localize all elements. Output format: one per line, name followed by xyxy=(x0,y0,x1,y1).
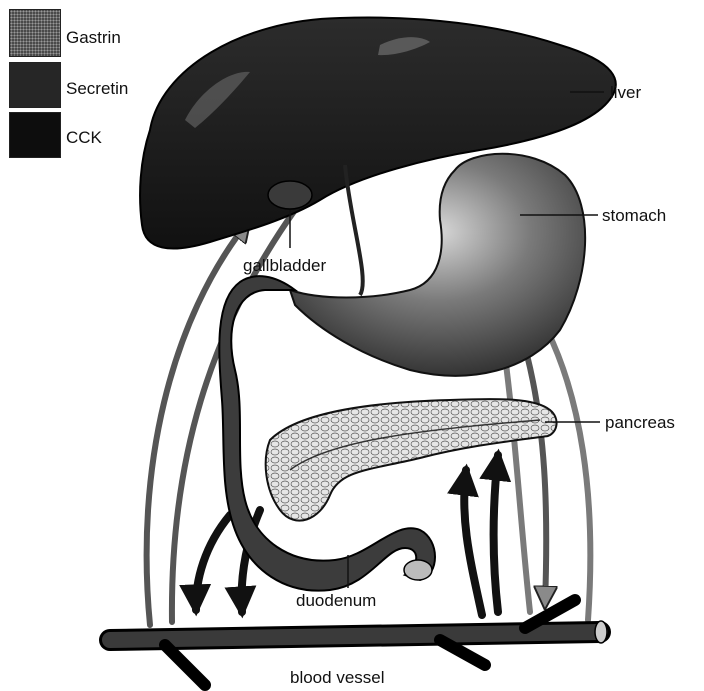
duodenum-opening xyxy=(404,560,432,580)
secretin-arrow-to-pancreas-2 xyxy=(494,455,499,612)
bile-duct xyxy=(345,165,363,295)
gallbladder-label: gallbladder xyxy=(243,257,326,274)
stomach-label: stomach xyxy=(602,207,666,224)
blood-vessel-label: blood vessel xyxy=(290,669,385,686)
pancreas-label: pancreas xyxy=(605,414,675,431)
liver-label: liver xyxy=(610,84,641,101)
duodenum-label: duodenum xyxy=(296,592,376,609)
gallbladder xyxy=(268,181,312,209)
secretin-arrow-to-pancreas-1 xyxy=(464,470,482,615)
cck-arrow-down-1 xyxy=(196,515,230,610)
